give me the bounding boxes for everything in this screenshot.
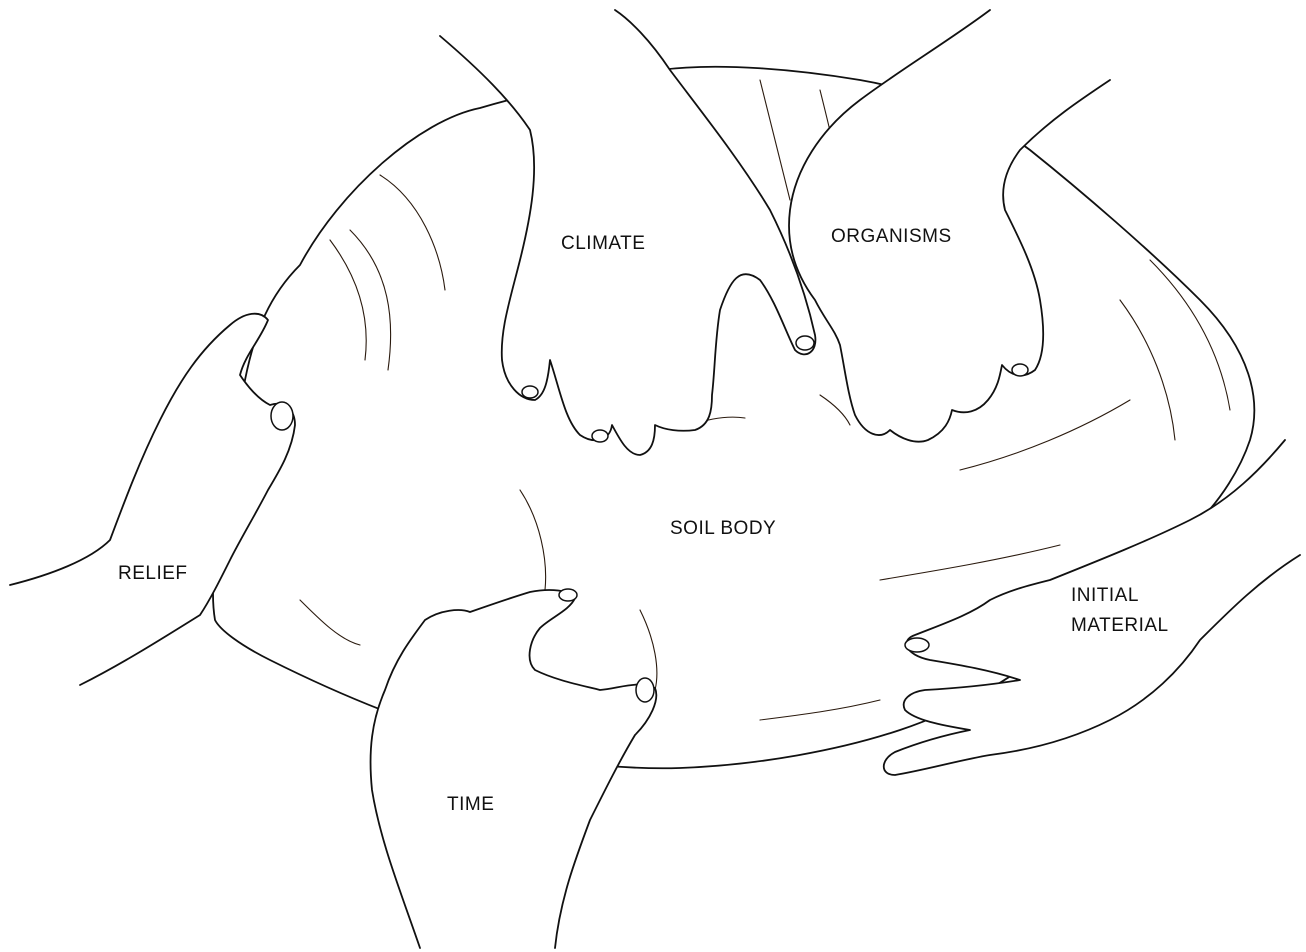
time-fingernail (559, 589, 577, 601)
soil-fold (760, 80, 790, 200)
climate-fingernail (522, 386, 538, 398)
climate-fingernail (796, 336, 814, 350)
relief-fingernail (271, 402, 293, 430)
organisms-label: ORGANISMS (831, 226, 952, 247)
soil-fold (820, 395, 850, 425)
time-hand (371, 590, 657, 948)
organisms-fingernail (1012, 364, 1028, 376)
initial-material-fingernail (905, 638, 929, 652)
soil-fold (960, 400, 1130, 470)
soil-body-label: SOIL BODY (670, 518, 776, 539)
initial-material-hand (884, 440, 1300, 775)
initial-material-label-line2: MATERIAL (1071, 615, 1169, 636)
soil-fold (1150, 260, 1230, 410)
climate-fingernail (592, 430, 608, 442)
soil-fold (760, 700, 880, 720)
initial-material-label-line1: INITIAL (1071, 585, 1139, 606)
soil-fold (880, 545, 1060, 580)
soil-fold (350, 230, 391, 370)
time-label: TIME (447, 794, 494, 815)
time-fingernail (636, 678, 654, 702)
relief-label: RELIEF (118, 563, 188, 584)
soil-fold (520, 490, 546, 590)
climate-label: CLIMATE (561, 233, 645, 254)
soil-fold (1120, 300, 1175, 440)
soil-fold (300, 600, 360, 645)
relief-hand (10, 314, 295, 685)
soil-fold (380, 175, 445, 290)
soil-fold (330, 240, 366, 360)
